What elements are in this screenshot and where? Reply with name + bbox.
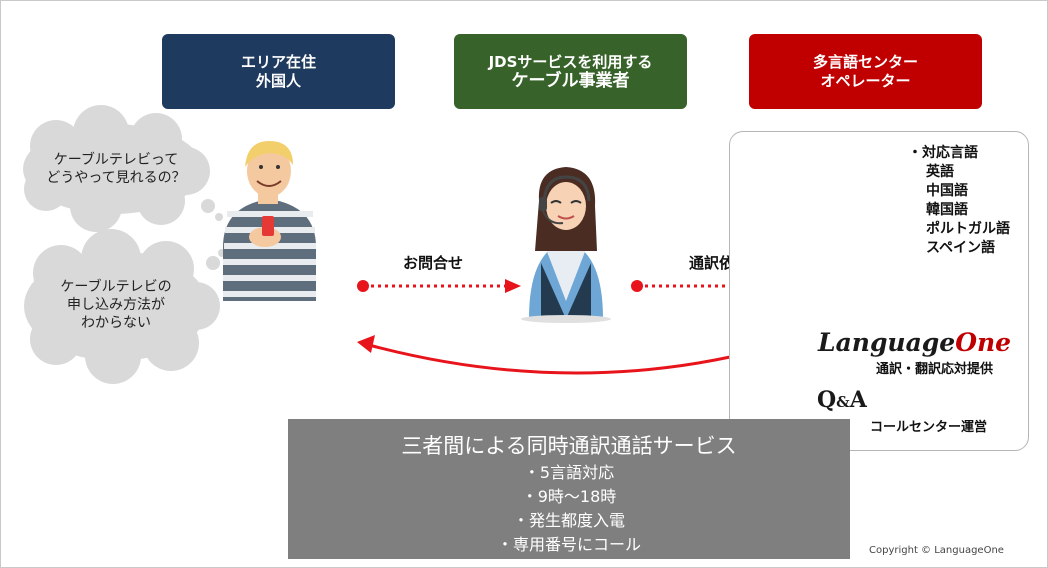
operator-header-line1: JDSサービスを利用する (488, 52, 653, 71)
question-2-line2: 申し込み方法が (67, 297, 165, 313)
service-summary-box: 三者間による同時通訳通話サービス ・5言語対応 ・9時〜18時 ・発生都度入電 … (288, 419, 850, 559)
question-2-line3: わからない (81, 315, 151, 331)
question-bubble-1-text: ケーブルテレビって どうやって見れるの？ (31, 151, 201, 187)
service-feature: ・5言語対応 (523, 463, 615, 482)
service-feature: ・専用番号にコール (496, 535, 641, 554)
language-item: 中国語 (926, 183, 968, 199)
question-1-line2: どうやって見れるの？ (46, 170, 186, 186)
language-item: 韓国語 (926, 202, 968, 218)
question-2-line1: ケーブルテレビの (60, 279, 172, 295)
three-way-call-arrow (357, 335, 793, 375)
languageone-logo: LanguageOne (818, 328, 1011, 357)
inquiry-arrow (357, 279, 521, 293)
qa-logo-a: A (849, 387, 867, 413)
operator-header: JDSサービスを利用する ケーブル事業者 (454, 34, 687, 109)
languageone-logo-accent: One (955, 328, 1012, 357)
copyright-notice: Copyright © LanguageOne (869, 545, 1004, 556)
center-header-line1: 多言語センター (812, 52, 918, 71)
languageone-logo-main: Language (818, 328, 956, 357)
language-item: 英語 (926, 164, 954, 180)
thought-bubble-2 (24, 229, 226, 384)
qa-caption: コールセンター運営 (870, 420, 988, 435)
qa-logo-q: Q (817, 387, 837, 413)
operator-header-line2: ケーブル事業者 (511, 70, 630, 91)
center-operator-panel (729, 131, 1029, 451)
qa-logo-amp: & (836, 393, 850, 411)
thought-bubble-1 (23, 105, 223, 232)
resident-header: エリア在住 外国人 (162, 34, 395, 109)
question-1-line1: ケーブルテレビって (53, 152, 179, 168)
language-item: スペイン語 (926, 240, 996, 256)
qa-logo: Q&A (817, 387, 867, 413)
languages-heading: ・対応言語 (908, 145, 978, 161)
resident-header-line1: エリア在住 (240, 52, 316, 71)
resident-figure (223, 141, 316, 301)
inquiry-label: お問合せ (403, 254, 464, 272)
center-header-line2: オペレーター (820, 71, 911, 90)
service-feature: ・発生都度入電 (512, 511, 625, 530)
question-bubble-2-text: ケーブルテレビの 申し込み方法が わからない (31, 278, 201, 332)
resident-header-line2: 外国人 (255, 71, 301, 90)
service-title: 三者間による同時通訳通話サービス (401, 434, 737, 458)
supported-languages-list: ・対応言語 英語 中国語 韓国語 ポルトガル語 スペイン語 (908, 144, 1010, 258)
languageone-caption: 通訳・翻訳応対提供 (876, 362, 994, 377)
cable-operator-figure (521, 167, 611, 323)
language-item: ポルトガル語 (926, 221, 1010, 237)
center-header: 多言語センター オペレーター (749, 34, 982, 109)
service-feature: ・9時〜18時 (521, 487, 617, 506)
